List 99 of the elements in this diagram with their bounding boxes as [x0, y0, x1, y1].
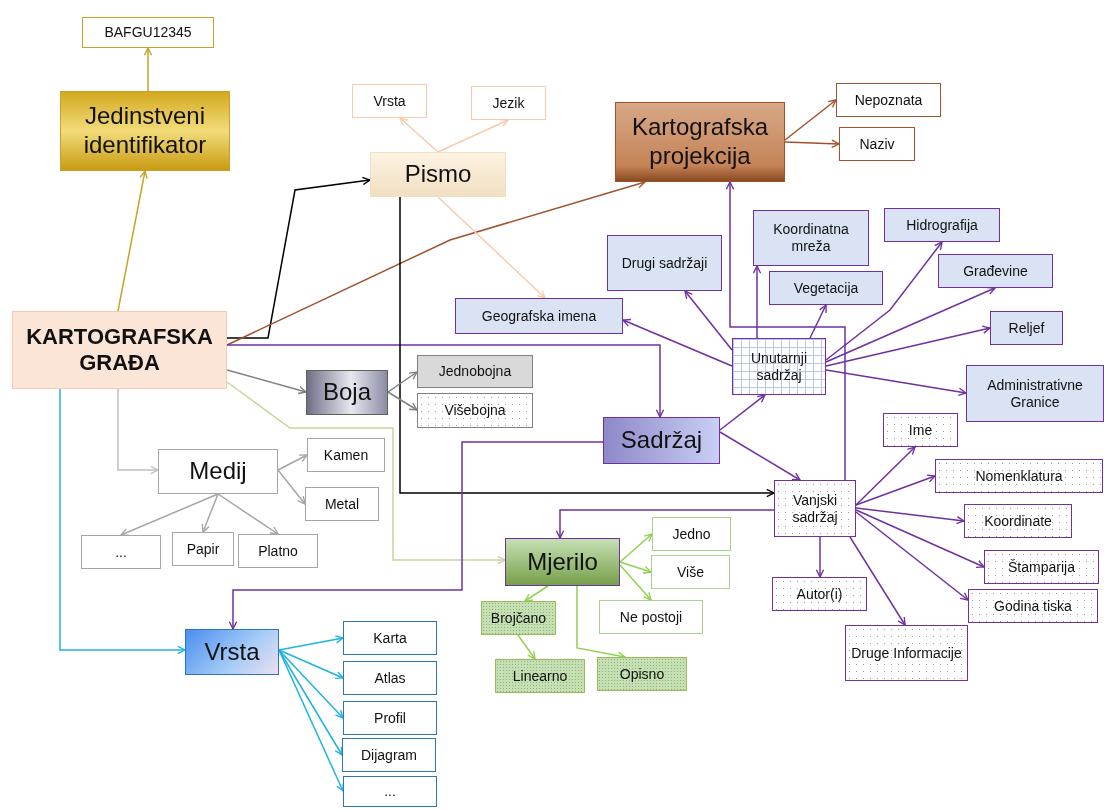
arrow: [117, 170, 148, 312]
concept-box: Kamen: [307, 438, 385, 472]
arrow: [117, 388, 159, 475]
concept-box: Drugi sadržaji: [607, 235, 722, 291]
concept-box: Papir: [172, 532, 234, 566]
arrow: [855, 509, 985, 569]
arrow: [277, 454, 308, 471]
arrow: [437, 196, 546, 299]
concept-box: Brojčano: [481, 601, 556, 635]
concept-box: Vanjski sadržaj: [774, 480, 856, 537]
arrow: [619, 561, 652, 574]
concept-box: Vrsta: [185, 629, 279, 675]
arrow: [619, 564, 652, 601]
arrow: [120, 493, 219, 537]
arrow: [619, 533, 653, 563]
arrow: [725, 181, 846, 481]
concept-box: KARTOGRAFSKA GRAĐA: [12, 311, 227, 389]
arrow: [226, 176, 371, 339]
concept-box: Vegetacija: [769, 271, 883, 305]
concept-box: Atlas: [343, 661, 437, 695]
arrow: [524, 585, 549, 602]
concept-box: Linearno: [495, 659, 585, 693]
concept-box: Ne postoji: [599, 600, 703, 634]
arrow: [784, 99, 837, 141]
arrow: [437, 119, 509, 153]
arrow: [825, 325, 991, 367]
concept-box: Jednobojna: [417, 355, 533, 388]
concept-box: Više: [651, 555, 730, 589]
arrow: [278, 649, 344, 719]
concept-box: Koordinatna mreža: [753, 210, 869, 266]
concept-box: Jedinstveni identifikator: [60, 91, 230, 171]
concept-box: Višebojna: [417, 393, 533, 428]
arrow: [226, 381, 506, 565]
concept-box: ...: [81, 535, 161, 569]
concept-box: Jedno: [652, 517, 731, 551]
arrow: [387, 391, 418, 411]
concept-box: Godina tiska: [968, 589, 1098, 623]
arrow: [815, 536, 825, 578]
arrow: [825, 241, 943, 361]
concept-box: Profil: [343, 701, 437, 735]
arrow: [622, 318, 733, 367]
concept-box: Štamparija: [984, 550, 1099, 584]
concept-box: Nepoznata: [836, 83, 941, 117]
concept-box: Administrativne Granice: [966, 365, 1104, 422]
arrow: [784, 139, 840, 148]
arrow: [855, 511, 969, 601]
arrow: [226, 369, 307, 395]
arrow: [278, 649, 343, 756]
concept-box: Naziv: [839, 127, 915, 161]
concept-box: Metal: [305, 487, 379, 521]
concept-box: Sadržaj: [603, 417, 720, 464]
arrow: [226, 344, 665, 418]
arrow: [825, 369, 967, 397]
concept-box: Platno: [238, 534, 318, 568]
concept-box: Jezik: [471, 86, 546, 120]
concept-box: Kartografska projekcija: [615, 102, 785, 182]
arrow: [399, 117, 439, 153]
arrow: [825, 286, 996, 363]
concept-box: Vrsta: [352, 84, 427, 118]
concept-box: ...: [343, 776, 437, 807]
concept-box: Reljef: [990, 311, 1063, 345]
concept-box: Boja: [306, 370, 388, 415]
concept-box: Nomenklatura: [935, 459, 1103, 493]
concept-box: Unutarnji sadržaj: [732, 338, 826, 395]
arrow: [278, 649, 344, 680]
arrow: [719, 431, 801, 481]
arrow: [399, 196, 775, 498]
concept-box: Medij: [158, 449, 278, 494]
arrow: [719, 394, 766, 431]
arrow: [387, 371, 418, 393]
concept-box: Autor(i): [772, 577, 867, 611]
concept-box: Druge Informacije: [845, 625, 968, 681]
arrow: [855, 507, 965, 525]
concept-box: Dijagram: [342, 738, 436, 772]
arrow: [555, 509, 775, 539]
arrow: [855, 474, 936, 506]
arrow: [143, 47, 153, 92]
concept-box: Koordinate: [964, 504, 1072, 538]
arrow: [278, 635, 344, 651]
concept-box: Ime: [883, 413, 958, 447]
arrow: [855, 446, 916, 506]
arrow: [849, 536, 906, 626]
arrow: [201, 493, 219, 533]
arrow: [217, 493, 279, 535]
concept-box: Karta: [343, 621, 437, 655]
arrow: [228, 441, 604, 630]
arrow: [517, 634, 536, 660]
concept-box: Geografska imena: [455, 298, 623, 334]
concept-box: Hidrografija: [884, 208, 1000, 242]
concept-box: Pismo: [370, 152, 506, 197]
arrow: [752, 265, 762, 339]
concept-box: Mjerilo: [505, 538, 620, 586]
concept-box: BAFGU12345: [82, 17, 214, 48]
arrow: [809, 304, 827, 339]
arrow: [277, 469, 306, 505]
arrow: [684, 290, 733, 351]
arrow: [59, 388, 186, 655]
concept-box: Opisno: [597, 657, 687, 691]
concept-box: Građevine: [938, 254, 1053, 288]
